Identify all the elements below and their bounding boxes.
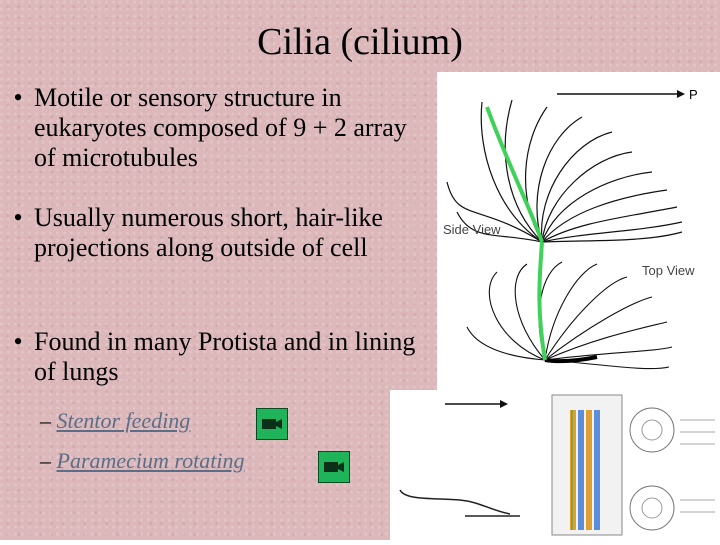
top-view-base [544, 355, 598, 364]
side-view-strokes [446, 99, 683, 243]
arrow-label: P [689, 87, 698, 102]
side-view-highlight-stroke [485, 106, 544, 243]
sub-bullet-stentor: – Stentor feeding [40, 408, 190, 434]
bullet-text: Motile or sensory structure in eukaryote… [34, 83, 407, 172]
bullet-text: Usually numerous short, hair-like projec… [34, 203, 383, 262]
stentor-feeding-link[interactable]: Stentor feeding [56, 408, 191, 433]
sub-bullet-dash: – [40, 408, 51, 433]
paramecium-rotating-link[interactable]: Paramecium rotating [56, 448, 245, 473]
side-view-label: Side View [443, 222, 501, 237]
slide-title: Cilia (cilium) [257, 21, 463, 63]
sub-bullet-dash: – [40, 448, 51, 473]
cilium-outline [399, 489, 511, 515]
top-view-highlight-stroke [537, 241, 547, 361]
sub-bullet-paramecium: – Paramecium rotating [40, 448, 245, 474]
cilia-beat-diagram: P Side View Top View [437, 72, 720, 390]
top-view-label: Top View [642, 263, 695, 278]
bullet-marker: • [13, 203, 23, 232]
bullet-marker: • [13, 327, 23, 356]
video-camera-icon[interactable] [318, 451, 350, 483]
bullet-marker: • [13, 83, 23, 112]
video-camera-icon[interactable] [256, 408, 288, 440]
bullet-text: Found in many Protista and in lining of … [34, 327, 416, 386]
axoneme-structure-diagram [390, 390, 720, 540]
